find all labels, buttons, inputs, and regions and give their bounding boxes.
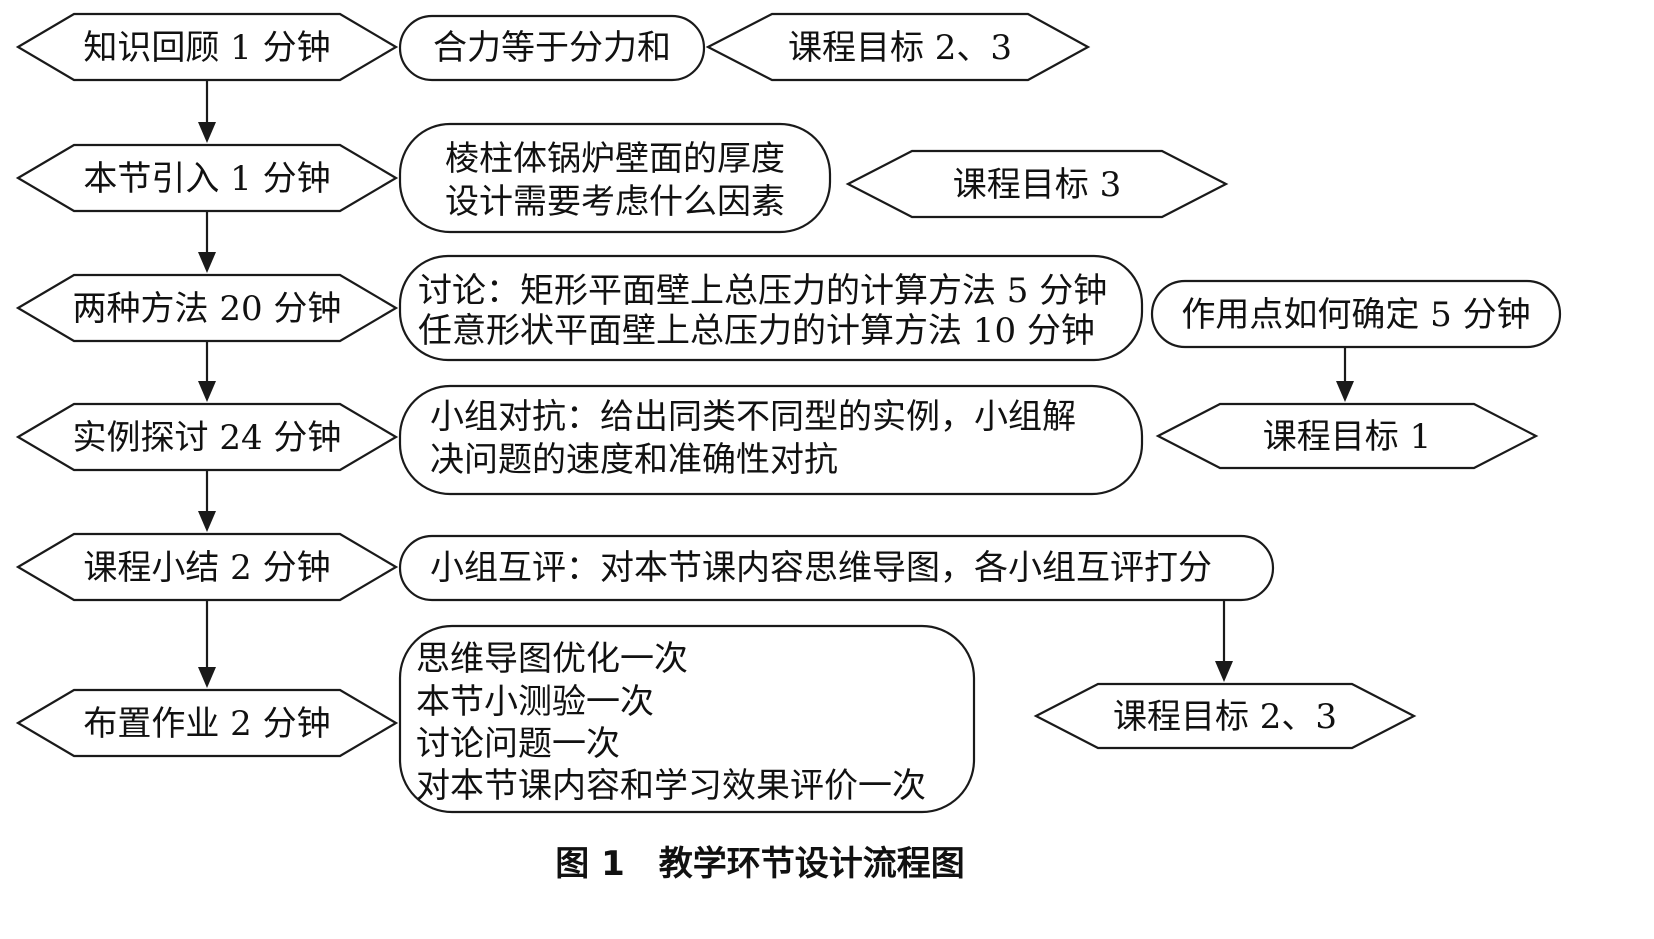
intro-box-line-1: 棱柱体锅炉壁面的厚度 <box>445 139 785 179</box>
homework-box-line-2: 本节小测验一次 <box>416 682 654 722</box>
summary-box-line-1: 小组互评：对本节课内容思维导图，各小组互评打分 <box>430 548 1212 588</box>
step-methods-label: 两种方法 20 分钟 <box>73 289 342 329</box>
methods-box-line-2: 任意形状平面壁上总压力的计算方法 10 分钟 <box>418 311 1095 351</box>
figure-caption: 图 1 教学环节设计流程图 <box>555 844 965 884</box>
step-recall-shape <box>15 12 399 82</box>
examples-box-line-1: 小组对抗：给出同类不同型的实例，小组解 <box>430 397 1076 437</box>
summary-arrow <box>1215 600 1233 682</box>
intro-box-line-2: 设计需要考虑什么因素 <box>445 182 785 222</box>
methods-box <box>398 254 1144 362</box>
left-arrow-2 <box>198 211 216 273</box>
step-examples-shape <box>15 402 399 472</box>
step-examples-label: 实例探讨 24 分钟 <box>73 418 342 458</box>
point-arrow <box>1336 347 1354 402</box>
goal-recall-shape <box>705 12 1091 82</box>
step-homework-label: 布置作业 2 分钟 <box>83 704 330 744</box>
goal-summary-label: 课程目标 2、3 <box>1113 697 1337 737</box>
homework-box <box>398 624 976 814</box>
step-summary-shape <box>15 532 399 602</box>
homework-box-line-1: 思维导图优化一次 <box>416 639 688 679</box>
homework-box-line-3: 讨论问题一次 <box>416 724 620 764</box>
step-summary-label: 课程小结 2 分钟 <box>83 548 330 588</box>
recall-box-line-1: 合力等于分力和 <box>433 28 671 68</box>
intro-box <box>398 122 832 234</box>
examples-box <box>398 384 1144 496</box>
step-intro-label: 本节引入 1 分钟 <box>83 159 330 199</box>
left-arrow-5 <box>198 600 216 688</box>
point-box-label: 作用点如何确定 5 分钟 <box>1181 295 1530 335</box>
summary-box <box>398 534 1275 602</box>
goal-intro-shape <box>845 149 1229 219</box>
step-homework-shape <box>15 688 399 758</box>
goal-examples-label: 课程目标 1 <box>1263 417 1431 457</box>
step-recall-label: 知识回顾 1 分钟 <box>83 28 330 68</box>
left-arrow-1 <box>198 80 216 143</box>
goal-intro-label: 课程目标 3 <box>953 165 1121 205</box>
point-box <box>1150 279 1562 349</box>
recall-box <box>398 14 706 82</box>
methods-box-line-1: 讨论：矩形平面壁上总压力的计算方法 5 分钟 <box>418 271 1107 311</box>
step-methods-shape <box>15 273 399 343</box>
left-arrow-4 <box>198 470 216 532</box>
step-intro-shape <box>15 143 399 213</box>
goal-recall-label: 课程目标 2、3 <box>788 28 1012 68</box>
left-arrow-3 <box>198 341 216 402</box>
examples-box-line-2: 决问题的速度和准确性对抗 <box>430 440 838 480</box>
goal-examples-shape <box>1155 402 1539 470</box>
homework-box-line-4: 对本节课内容和学习效果评价一次 <box>416 766 926 806</box>
goal-summary-shape <box>1033 682 1417 750</box>
